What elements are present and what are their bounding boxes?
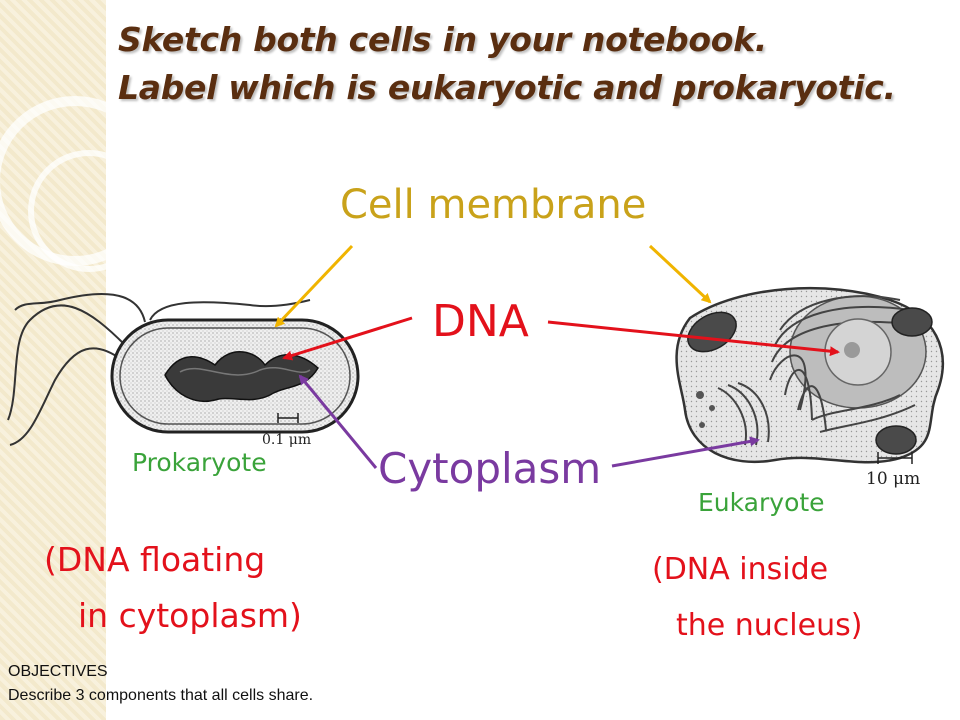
- objectives-heading: OBJECTIVES: [8, 663, 108, 680]
- eukaryote-cell: [675, 286, 944, 464]
- prokaryote-cell: [110, 318, 360, 434]
- cell-membrane-label: Cell membrane: [340, 182, 647, 228]
- cytoplasm-label: Cytoplasm: [378, 444, 602, 493]
- prokaryote-label: Prokaryote: [132, 448, 267, 477]
- eukaryote-note-line-1: (DNA inside: [652, 552, 829, 587]
- prokaryote-flagella: [7, 292, 311, 446]
- eukaryote-note-line-2: the nucleus): [676, 608, 863, 643]
- eukaryote-scale-label: 10 μm: [866, 469, 920, 489]
- prokaryote-dna-note: (DNA floating in cytoplasm): [44, 532, 302, 644]
- objectives-text: Describe 3 components that all cells sha…: [8, 687, 314, 704]
- decorative-ring-small: [28, 150, 150, 272]
- title-line-2: Label which is eukaryotic and prokaryoti…: [118, 68, 896, 107]
- eukaryote-scale-bar: 10 μm: [866, 452, 920, 489]
- prokaryote-note-line-1: (DNA floating: [44, 540, 266, 579]
- dna-arrow-prokaryote: [282, 316, 413, 361]
- prokaryote-scale-bar: 0.1 μm: [262, 413, 311, 448]
- objectives-box: OBJECTIVES Describe 3 components that al…: [8, 660, 313, 708]
- prokaryote-note-line-2: in cytoplasm): [78, 596, 302, 635]
- cytoplasm-arrow-eukaryote: [611, 436, 760, 468]
- eukaryote-dna-note: (DNA inside the nucleus): [652, 542, 862, 654]
- prokaryote-dna: [164, 351, 319, 402]
- decorative-side-strip-lower: [0, 468, 106, 720]
- slide-title: Sketch both cells in your notebook. Labe…: [118, 16, 948, 112]
- membrane-arrow-eukaryote: [648, 244, 712, 304]
- membrane-arrow-prokaryote: [274, 244, 354, 328]
- title-line-1: Sketch both cells in your notebook.: [118, 20, 767, 59]
- cytoplasm-arrow-prokaryote: [298, 374, 378, 469]
- dna-arrow-eukaryote: [547, 320, 840, 357]
- prokaryote-scale-label: 0.1 μm: [262, 432, 311, 448]
- eukaryote-label: Eukaryote: [698, 488, 825, 517]
- dna-label: DNA: [432, 296, 529, 347]
